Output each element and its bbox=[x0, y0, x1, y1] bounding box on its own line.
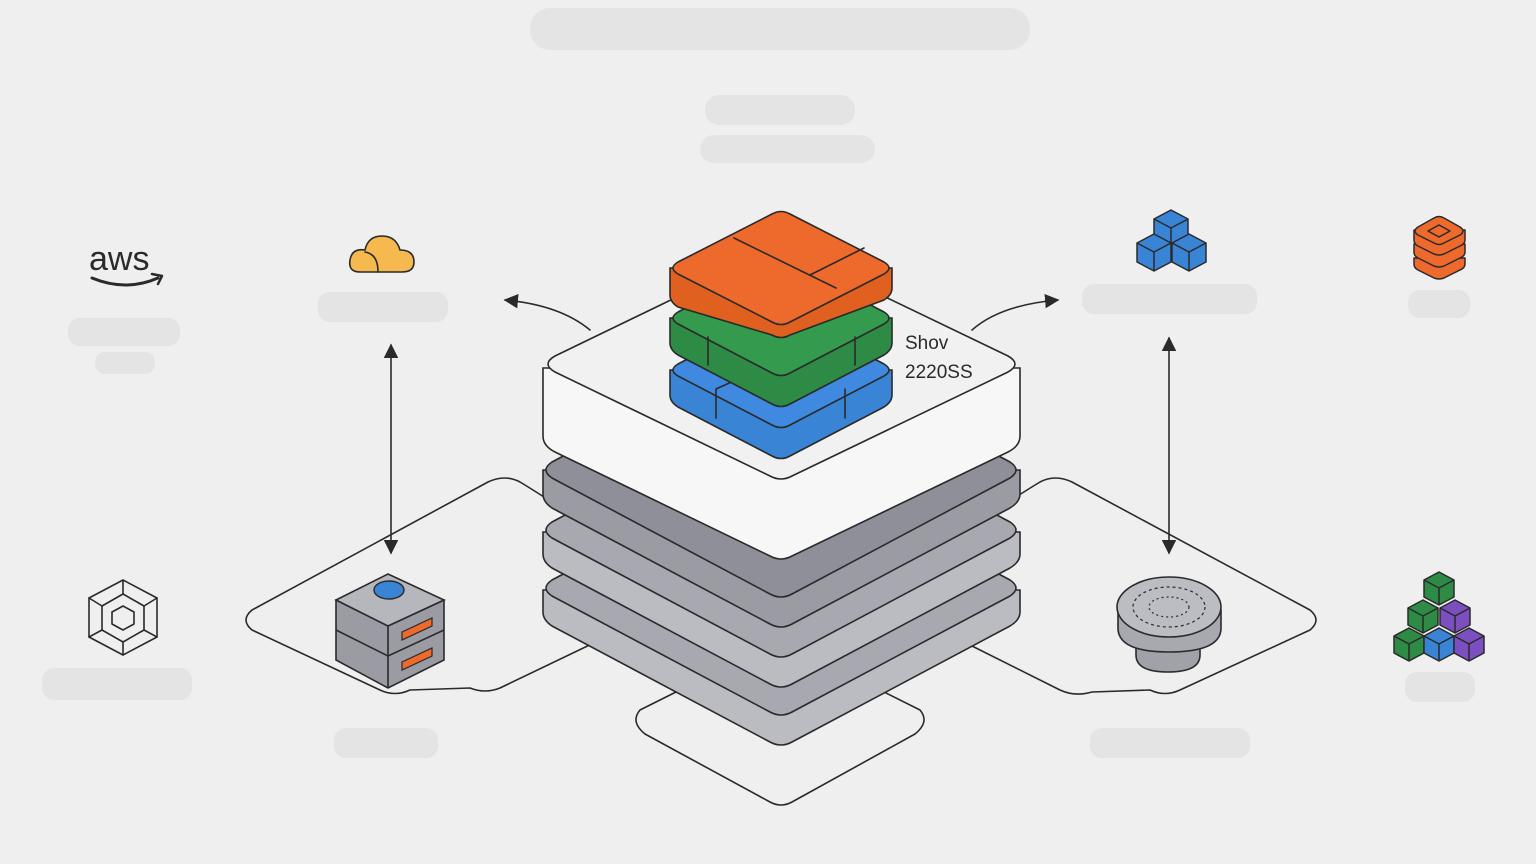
core-label: Shov 2220SS bbox=[905, 333, 973, 383]
base-platform-left bbox=[245, 477, 601, 695]
aws-logo: aws bbox=[89, 240, 164, 287]
base-platform-bottom bbox=[635, 679, 925, 806]
connector-arrows bbox=[383, 293, 1177, 555]
aws-logo-text: aws bbox=[89, 240, 149, 278]
cube-cluster-icon bbox=[1136, 209, 1207, 272]
arrow-to-cloud bbox=[503, 294, 591, 331]
layer-stack-icon bbox=[1413, 215, 1466, 280]
server-stack-icon bbox=[334, 573, 446, 689]
core-stack bbox=[542, 248, 1021, 746]
blurred-labels bbox=[42, 284, 1475, 758]
base-platform-right bbox=[959, 477, 1317, 695]
cube-pyramid-icon bbox=[1393, 571, 1485, 662]
chip-disk-icon bbox=[1116, 576, 1222, 673]
colored-block-stack bbox=[669, 210, 893, 460]
core-label-line1: Shov bbox=[905, 333, 949, 354]
arrow-to-blocks bbox=[971, 293, 1060, 331]
cloud-icon bbox=[348, 235, 415, 273]
core-label-line2: 2220SS bbox=[905, 362, 973, 383]
hexagon-cube-icon bbox=[88, 579, 158, 656]
blurred-header bbox=[530, 8, 1030, 163]
